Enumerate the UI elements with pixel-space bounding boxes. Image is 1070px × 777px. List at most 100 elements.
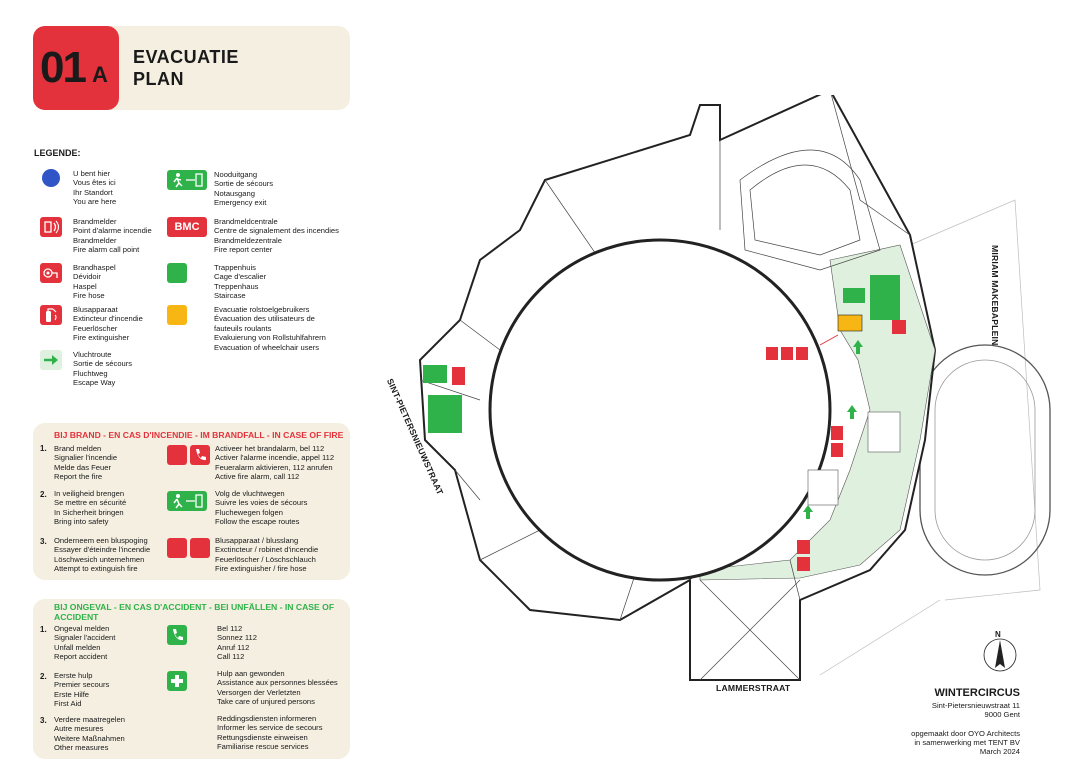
address-line: Sint-Pietersnieuwstraat 11 bbox=[931, 701, 1020, 710]
step-text: Activer l'alarme incendie, appel 112 bbox=[215, 453, 335, 463]
emergency-exit-sign bbox=[843, 288, 865, 303]
step-text: First Aid bbox=[54, 698, 82, 708]
legend-text: Extincteur d'incendie bbox=[73, 314, 143, 324]
phone-icon bbox=[167, 625, 187, 645]
stair-block bbox=[807, 469, 839, 506]
step-text: Erste Hilfe bbox=[54, 689, 90, 699]
step-text: Sonnez 112 bbox=[217, 633, 257, 643]
staircase-east bbox=[870, 275, 900, 320]
legend-text: Brandmeldezentrale bbox=[214, 235, 282, 245]
compass-north-label: N bbox=[995, 630, 1001, 639]
step-text: Hulp aan gewonden bbox=[217, 669, 285, 678]
step-text: Weitere Maßnahmen bbox=[54, 733, 125, 743]
step-text: Essayer d'éteindre l'incendie bbox=[54, 545, 151, 555]
step-text: Fire extinguisher / fire hose bbox=[215, 563, 307, 573]
credit-line: in samenwerking met TENT BV bbox=[914, 738, 1020, 747]
legend-item-fire-extinguisher: Blusapparaat Extincteur d'incendie Feuer… bbox=[40, 305, 143, 343]
legend-text: Vous êtes ici bbox=[73, 178, 116, 188]
lift-block bbox=[867, 411, 901, 453]
step-number: 1. bbox=[40, 444, 47, 453]
credit-line: March 2024 bbox=[979, 747, 1020, 756]
accident-panel-title-line1: BIJ ONGEVAL - EN CAS D'ACCIDENT - BEI UN… bbox=[54, 602, 335, 612]
step-text: Other measures bbox=[54, 742, 109, 752]
step-text: Signalier l'incendie bbox=[54, 453, 118, 463]
first-aid-icon bbox=[167, 671, 187, 691]
step-text: Attempt to extinguish fire bbox=[54, 563, 138, 573]
step-text: Active fire alarm, call 112 bbox=[215, 471, 300, 481]
plan-badge bbox=[33, 26, 119, 110]
legend-text: Fire report center bbox=[214, 245, 273, 255]
staircase-icon bbox=[167, 263, 187, 283]
legend-text: Evakuierung von Rollstuhlfahrern bbox=[214, 333, 326, 343]
legend-text: Sortie de sécours bbox=[73, 359, 133, 369]
step-text: Volg de vluchtwegen bbox=[215, 489, 285, 498]
legend-text: Brandmeldcentrale bbox=[214, 217, 278, 226]
accident-procedure-panel: BIJ ONGEVAL - EN CAS D'ACCIDENT - BEI UN… bbox=[33, 599, 350, 759]
escape-arrows bbox=[803, 340, 863, 519]
bmc-icon: BMC bbox=[167, 217, 207, 237]
legend-text: Staircase bbox=[214, 291, 246, 301]
street-label-north-east: MIRIAM MAKEBAPLEIN bbox=[990, 245, 1000, 346]
fire-panel-title: BIJ BRAND - EN CAS D'INCENDIE - IM BRAND… bbox=[54, 430, 344, 440]
step-text: Blusapparaat / blusslang bbox=[215, 536, 299, 545]
legend-item-fire-alarm: Brandmelder Point d'alarme incendie Bran… bbox=[40, 217, 152, 255]
fire-alarm-icon bbox=[40, 217, 62, 237]
step-number: 2. bbox=[40, 490, 47, 499]
step-text: Premier secours bbox=[54, 680, 110, 690]
step-text: Löschwesich unternehmen bbox=[54, 554, 145, 564]
legend-text: Fire extinguisher bbox=[73, 333, 130, 343]
legend-text: Point d'alarme incendie bbox=[73, 226, 152, 236]
step-text: Melde das Feuer bbox=[54, 462, 111, 472]
credit-line: opgemaakt door OYO Architects bbox=[911, 729, 1020, 738]
step-text: Reddingsdiensten informeren bbox=[217, 714, 317, 723]
legend-text: Haspel bbox=[73, 281, 97, 291]
legend-text: Emergency exit bbox=[214, 198, 267, 208]
wheelchair-refuge bbox=[837, 314, 863, 332]
step-text: In veiligheid brengen bbox=[54, 489, 125, 498]
fire-alarm-icon bbox=[167, 445, 187, 465]
step-number: 3. bbox=[40, 716, 47, 725]
legend-text: Vluchtroute bbox=[73, 350, 112, 359]
legend-text: Évacuation des utilisateurs de bbox=[214, 314, 315, 324]
step-text: Bel 112 bbox=[217, 624, 243, 633]
legend-text: Trappenhuis bbox=[214, 263, 256, 272]
step-text: Brand melden bbox=[54, 444, 102, 453]
fire-extinguisher-icon bbox=[40, 305, 62, 325]
step-text: Se mettre en sécurité bbox=[54, 498, 127, 508]
step-text: Ongeval melden bbox=[54, 624, 110, 633]
legend-item-wheelchair: Evacuatie rolstoelgebruikers Évacuation … bbox=[167, 305, 326, 352]
step-text: Signaler l'accident bbox=[54, 633, 116, 643]
step-text: Onderneem een bluspoging bbox=[54, 536, 148, 545]
legend-item-you-are-here: U bent hier Vous êtes ici Ihr Standort Y… bbox=[40, 169, 116, 207]
legend-text: Brandmelder bbox=[73, 217, 117, 226]
step-number: 1. bbox=[40, 625, 47, 634]
compass-icon bbox=[983, 638, 1017, 672]
step-text: Report the fire bbox=[54, 471, 103, 481]
page-title-line1: EVACUATIE bbox=[133, 47, 239, 67]
fire-procedure-panel: BIJ BRAND - EN CAS D'INCENDIE - IM BRAND… bbox=[33, 423, 350, 580]
callout-line bbox=[819, 334, 839, 346]
step-number: 2. bbox=[40, 672, 47, 681]
emergency-exit-sign bbox=[423, 365, 447, 383]
address-line: 9000 Gent bbox=[984, 710, 1020, 719]
legend-text: Brandmelder bbox=[73, 235, 117, 245]
fire-hose-icon bbox=[40, 263, 62, 283]
legend-text: Cage d'escalier bbox=[214, 272, 267, 282]
staircase-west bbox=[428, 395, 462, 433]
step-text: Exctincteur / robinet d'incendie bbox=[215, 545, 319, 555]
legend-text: Notausgang bbox=[214, 188, 255, 198]
legend-item-fire-report-center: BMC Brandmeldcentrale Centre de signalem… bbox=[167, 217, 339, 255]
step-text: Report accident bbox=[54, 651, 108, 661]
floor-plan-map bbox=[418, 95, 1051, 681]
step-text: Fluchewegen folgen bbox=[215, 507, 283, 517]
step-text: In Sicherheit bringen bbox=[54, 507, 124, 517]
legend-text: Brandhaspel bbox=[73, 263, 116, 272]
location-dot-icon bbox=[42, 169, 60, 187]
step-text: Eerste hulp bbox=[54, 671, 93, 680]
legend-item-escape-way: Vluchtroute Sortie de sécours Fluchtweg … bbox=[40, 350, 132, 388]
legend-text: Evacuatie rolstoelgebruikers bbox=[214, 305, 310, 314]
legend-item-emergency-exit: Nooduitgang Sortie de sécours Notausgang… bbox=[167, 170, 273, 208]
legend-text: U bent hier bbox=[73, 169, 111, 178]
step-text: Rettungsdienste einweisen bbox=[217, 732, 308, 742]
legend-text: You are here bbox=[73, 197, 117, 207]
